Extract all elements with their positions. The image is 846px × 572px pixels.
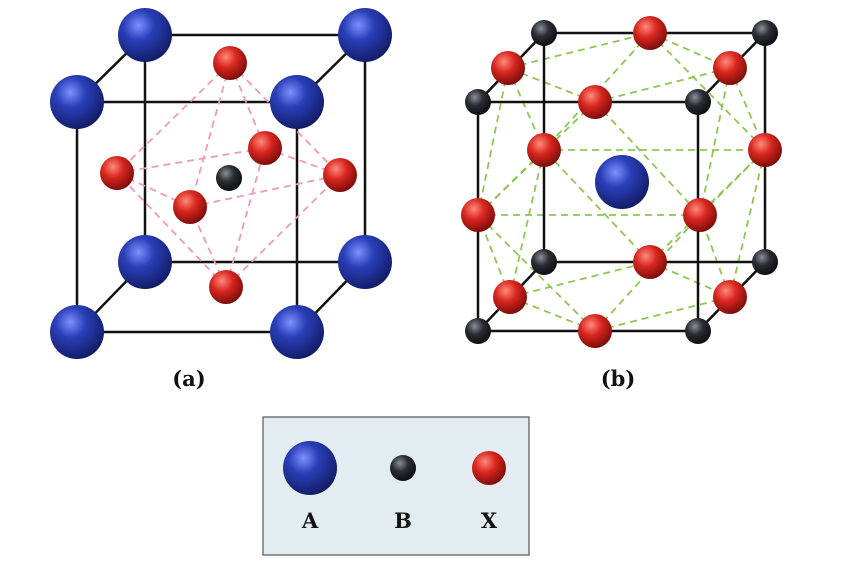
x-atom: [713, 280, 747, 314]
panel-b-caption: (b): [601, 366, 636, 391]
x-atom-bottom: [209, 270, 243, 304]
b-atom-corner: [685, 89, 711, 115]
a-atom-corner: [50, 305, 104, 359]
a-atom-corner: [118, 8, 172, 62]
x-atom-right: [323, 158, 357, 192]
a-atom-corner: [270, 75, 324, 129]
x-atom: [683, 198, 717, 232]
x-atom: [527, 133, 561, 167]
x-atom: [491, 51, 525, 85]
a-atom-corner: [270, 305, 324, 359]
b-atom-corner: [685, 318, 711, 344]
b-atom-corner: [531, 249, 557, 275]
a-atom-center: [595, 155, 649, 209]
x-atom: [713, 51, 747, 85]
b-atom-corner: [752, 20, 778, 46]
b-atom-corner: [465, 89, 491, 115]
b-atom-corner: [752, 249, 778, 275]
legend-atom-x: [472, 451, 506, 485]
legend-label-x: X: [481, 508, 498, 533]
x-atom: [748, 133, 782, 167]
panel-b: (b): [461, 16, 782, 391]
x-atom-top: [213, 46, 247, 80]
x-atom: [578, 85, 612, 119]
b-atom-corner: [531, 20, 557, 46]
legend-atom-b: [390, 455, 416, 481]
a-atom-corner: [118, 235, 172, 289]
panel-a-caption: (a): [172, 366, 205, 391]
x-atom-left: [100, 156, 134, 190]
x-atom: [493, 280, 527, 314]
b-atom-corner: [465, 318, 491, 344]
a-atom-corner: [338, 8, 392, 62]
x-atom: [578, 314, 612, 348]
legend-label-a: A: [301, 508, 319, 533]
panel-a: (a): [50, 8, 392, 391]
x-atom-back: [248, 131, 282, 165]
x-atom: [461, 198, 495, 232]
b-atom-center: [216, 165, 242, 191]
a-atom-corner: [50, 75, 104, 129]
legend-label-b: B: [394, 508, 412, 533]
x-atom: [633, 245, 667, 279]
x-atom: [633, 16, 667, 50]
legend-atom-a: [283, 441, 337, 495]
x-atom-front: [173, 190, 207, 224]
legend: A B X: [262, 416, 530, 556]
a-atom-corner: [338, 235, 392, 289]
